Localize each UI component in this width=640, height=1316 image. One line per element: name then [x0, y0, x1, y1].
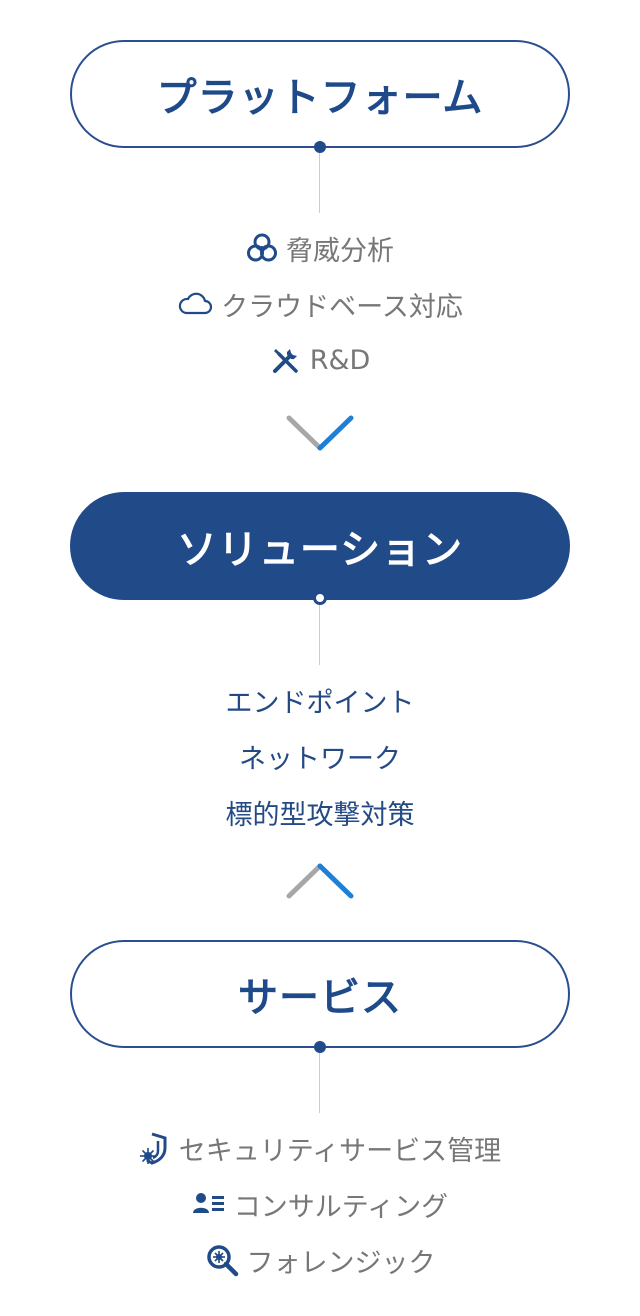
service-pill-button[interactable]: サービス: [70, 940, 570, 1048]
service-item-security-management[interactable]: セキュリティサービス管理: [0, 1128, 640, 1168]
solution-connector-dot: [313, 591, 327, 605]
platform-item-label: クラウドベース対応: [221, 291, 463, 323]
forensic-search-icon: [205, 1243, 239, 1277]
tools-icon: [270, 344, 302, 376]
solution-item-label: エンドポイント: [225, 687, 415, 719]
solution-item-label: ネットワーク: [239, 743, 401, 775]
platform-pill-button[interactable]: プラットフォーム: [70, 40, 570, 148]
solution-connector-line: [319, 605, 320, 665]
service-item-label: コンサルティング: [233, 1191, 449, 1223]
service-item-label: セキュリティサービス管理: [178, 1135, 502, 1167]
solution-item-label: 標的型攻撃対策: [225, 799, 415, 831]
service-item-forensic[interactable]: フォレンジック: [0, 1240, 640, 1280]
platform-item-threat-analysis[interactable]: 脅威分析: [0, 228, 640, 268]
chevron-down-icon[interactable]: [284, 412, 356, 452]
solution-pill-button[interactable]: ソリューション: [70, 492, 570, 600]
solution-item-endpoint[interactable]: エンドポイント: [0, 680, 640, 720]
solution-item-targeted-attack[interactable]: 標的型攻撃対策: [0, 792, 640, 832]
platform-item-label: 脅威分析: [286, 235, 394, 267]
biohazard-icon: [246, 232, 278, 264]
consulting-icon: [192, 1191, 226, 1217]
solution-item-network[interactable]: ネットワーク: [0, 736, 640, 776]
shield-virus-icon: [139, 1131, 171, 1165]
platform-connector-dot: [314, 141, 326, 153]
platform-connector-line: [319, 153, 320, 213]
service-item-label: フォレンジック: [246, 1247, 436, 1279]
platform-item-cloud[interactable]: クラウドベース対応: [0, 284, 640, 324]
platform-item-label: R&D: [309, 344, 371, 376]
chevron-up-icon[interactable]: [284, 862, 356, 902]
platform-item-rnd[interactable]: R&D: [0, 340, 640, 380]
cloud-icon: [177, 291, 213, 317]
service-connector-line: [319, 1053, 320, 1113]
service-connector-dot: [314, 1041, 326, 1053]
service-item-consulting[interactable]: コンサルティング: [0, 1184, 640, 1224]
